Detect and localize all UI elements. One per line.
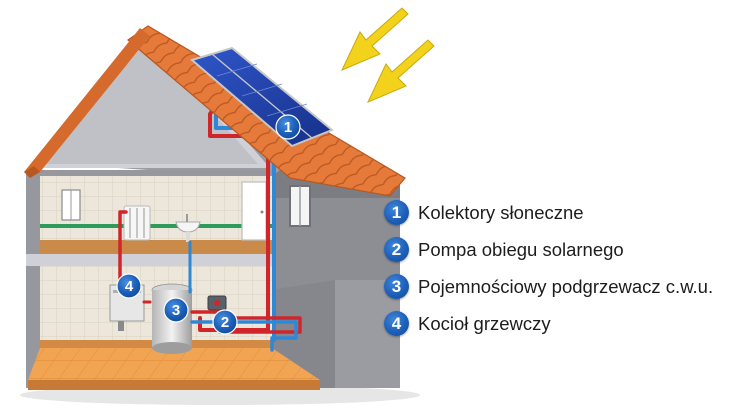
marker-2: 2 xyxy=(212,309,238,335)
legend-item-water-heater: 3 Pojemnościowy podgrzewacz c.w.u. xyxy=(384,268,750,305)
ceiling-slab xyxy=(26,254,272,266)
legend-label: Kolektory słoneczne xyxy=(418,201,584,223)
legend-number-badge: 3 xyxy=(384,274,409,299)
upper-floor xyxy=(40,240,272,254)
legend-label: Pojemnościowy podgrzewacz c.w.u. xyxy=(418,275,714,297)
svg-text:2: 2 xyxy=(221,314,229,331)
svg-text:3: 3 xyxy=(172,302,180,319)
marker-3: 3 xyxy=(163,297,189,323)
legend-item-solar-pump: 2 Pompa obiegu solarnego xyxy=(384,231,750,268)
legend-number-badge: 4 xyxy=(384,311,409,336)
sink-icon xyxy=(175,214,201,242)
legend: 1 Kolektory słoneczne 2 Pompa obiegu sol… xyxy=(384,194,750,342)
legend-label: Kocioł grzewczy xyxy=(418,312,551,334)
radiator-icon xyxy=(123,205,151,241)
svg-text:4: 4 xyxy=(125,278,134,295)
legend-label: Pompa obiegu solarnego xyxy=(418,238,624,260)
marker-1: 1 xyxy=(275,114,301,140)
sun-arrow-icon xyxy=(340,7,435,103)
pump-icon xyxy=(207,295,227,311)
legend-item-solar-collectors: 1 Kolektory słoneczne xyxy=(384,194,750,231)
marker-4: 4 xyxy=(116,273,142,299)
svg-text:1: 1 xyxy=(284,119,292,136)
legend-number-badge: 2 xyxy=(384,237,409,262)
lower-floor xyxy=(28,348,320,380)
legend-number-badge: 1 xyxy=(384,200,409,225)
legend-item-boiler: 4 Kocioł grzewczy xyxy=(384,305,750,342)
